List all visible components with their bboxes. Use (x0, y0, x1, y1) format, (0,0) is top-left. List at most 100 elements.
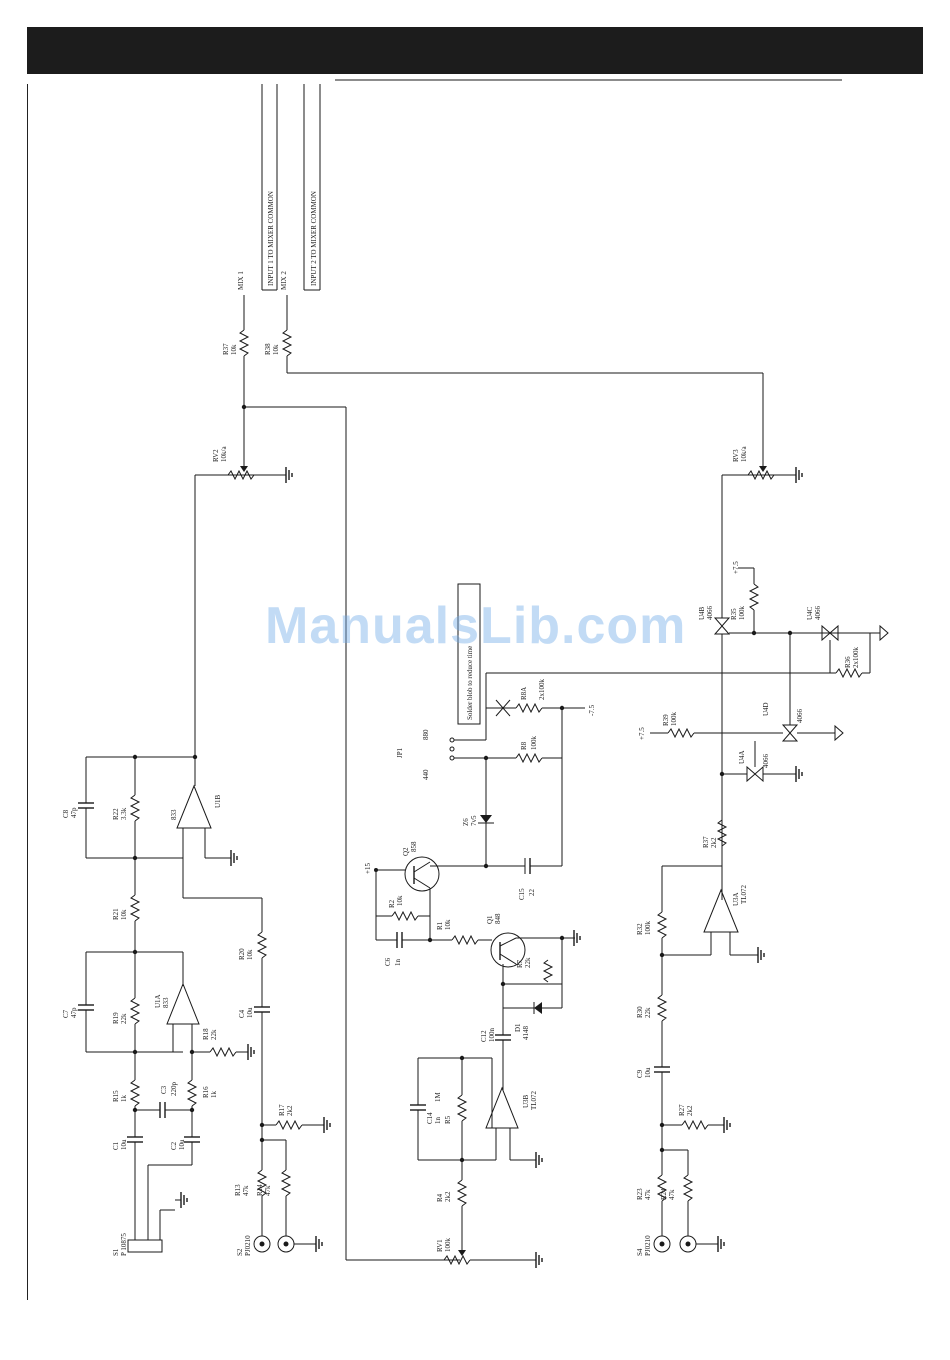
r8a-resistor (515, 702, 543, 714)
r38-resistor (281, 329, 293, 357)
c7-value: 47p (70, 1007, 78, 1018)
r14-label: R14 (256, 1184, 264, 1196)
s4-value: PJ0210 (644, 1235, 652, 1256)
r30-resistor (656, 994, 668, 1022)
s4-label: S4 (636, 1248, 644, 1256)
r23-label: R23 (636, 1188, 644, 1200)
u4a-value: 4066 (762, 754, 770, 769)
r18-value: 22k (210, 1029, 218, 1040)
c6-value: 1n (394, 959, 402, 967)
c14-value: 1n (434, 1117, 442, 1125)
z6-value: 7v5 (470, 815, 478, 826)
c14-label: C14 (426, 1112, 434, 1124)
r8a-value: 2x100k (538, 679, 546, 701)
r23-value: 47k (644, 1189, 652, 1200)
r19-resistor (129, 997, 141, 1025)
z6-zener (480, 815, 492, 823)
r5-label: R5 (444, 1115, 452, 1124)
r15-label: R15 (112, 1090, 120, 1102)
r37-resistor (238, 329, 250, 357)
r27-resistor (681, 1119, 709, 1131)
r24-resistor (682, 1174, 694, 1202)
u1a-label: U1A (154, 994, 162, 1008)
rv1-pot (443, 1254, 471, 1266)
r32-resistor (656, 911, 668, 939)
r24-value: 47k (668, 1189, 676, 1200)
c8-label: C8 (62, 809, 70, 818)
r37b-resistor (716, 819, 728, 847)
r35-resistor (748, 583, 760, 611)
s2-label: S2 (236, 1248, 244, 1256)
r35-label: R35 (730, 608, 738, 620)
rv3-pot (747, 469, 775, 481)
s4-jack-a (653, 1235, 671, 1253)
u4d-switch (781, 724, 799, 734)
c4-value: 10u (246, 1007, 254, 1018)
r27-value: 2k2 (686, 1105, 694, 1116)
u4b-switch (713, 617, 731, 627)
u4d-label: U4D (762, 702, 770, 716)
u4b-value: 4066 (706, 606, 714, 621)
u3a-value: TL072 (740, 884, 748, 904)
input2-label: INPUT 2 TO MIXER COMMON (310, 191, 318, 286)
plus75-a: +7.5 (732, 561, 740, 574)
c9-label: C9 (636, 1069, 644, 1078)
r7-label: R7 (516, 959, 524, 968)
r39-resistor (667, 727, 695, 739)
rv2-value: 10k/a (220, 446, 228, 462)
plus75-b: +7.5 (638, 727, 646, 740)
q1-transistor (490, 932, 526, 968)
r37-label: R37 (222, 343, 230, 355)
s1-connector (127, 1239, 163, 1253)
q1-value: 848 (494, 913, 502, 924)
c2-label: C2 (170, 1141, 178, 1150)
rv3-label: RV3 (732, 449, 740, 462)
q2-value: 858 (410, 841, 418, 852)
r5-resistor (456, 1094, 468, 1122)
r7-value: 22k (524, 957, 532, 968)
r32-label: R32 (636, 923, 644, 935)
rv2-pot (227, 469, 255, 481)
r4-resistor (456, 1179, 468, 1207)
r17-value: 2k2 (286, 1105, 294, 1116)
header-bar (27, 27, 923, 74)
r36-label: R36 (844, 656, 852, 668)
d1-label: D1 (514, 1023, 522, 1032)
c3-value: 220p (170, 1082, 178, 1097)
r15-resistor (129, 1079, 141, 1107)
solder-note-box (457, 583, 481, 725)
c7-label: C7 (62, 1009, 70, 1018)
r13-value: 47k (242, 1185, 250, 1196)
r1-resistor (451, 934, 479, 946)
jp1-label: JP1 (396, 747, 404, 758)
r21-value: 10k (120, 909, 128, 920)
minus75: -7.5 (588, 704, 596, 716)
u1b-value: 833 (170, 809, 178, 820)
r1-value: 10k (444, 919, 452, 930)
r22-label: R22 (112, 808, 120, 820)
r5-value: 1M (434, 1092, 442, 1103)
r30-value: 22k (644, 1007, 652, 1018)
c9-value: 10u (644, 1067, 652, 1078)
r8-label: R8 (520, 741, 528, 750)
c4-label: C4 (238, 1009, 246, 1018)
solder-note: Solder blob to reduce time (466, 646, 474, 720)
r17-label: R17 (278, 1104, 286, 1116)
r21-label: R21 (112, 908, 120, 920)
r8a-label: R8A (520, 687, 528, 700)
mix2-label: MIX 2 (280, 271, 288, 290)
input1-label: INPUT 1 TO MIXER COMMON (267, 191, 275, 286)
r37b-label: R37 (702, 836, 710, 848)
r8-value: 100k (530, 736, 538, 751)
r19-value: 22k (120, 1013, 128, 1024)
c1-value: 10u (120, 1139, 128, 1150)
u4d-value: 4066 (796, 709, 804, 724)
u3b-value: TL072 (530, 1090, 538, 1110)
r14-resistor (280, 1169, 292, 1197)
r18-label: R18 (202, 1028, 210, 1040)
rv1-label: RV1 (436, 1239, 444, 1252)
r22-resistor (129, 794, 141, 822)
r38-value: 10k (272, 344, 280, 355)
r30-label: R30 (636, 1006, 644, 1018)
